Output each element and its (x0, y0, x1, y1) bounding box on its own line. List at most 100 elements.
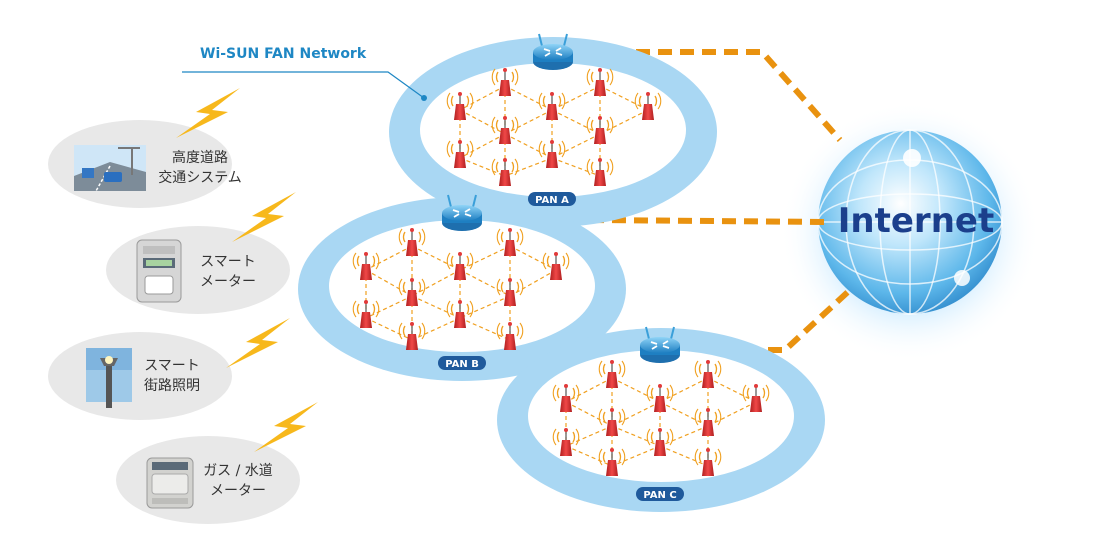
mesh-link (551, 109, 601, 135)
svg-text:PAN C: PAN C (643, 490, 676, 501)
mesh-link (551, 85, 601, 111)
router-icon (442, 194, 482, 231)
mesh-link (611, 377, 661, 403)
mesh-node-icon (634, 92, 662, 120)
mesh-link (504, 157, 553, 177)
lightning-bolt-icon (226, 318, 290, 368)
mesh-link (599, 109, 649, 135)
routers (442, 33, 680, 363)
svg-text:メーター: メーター (210, 483, 266, 499)
mesh-node-icon (646, 428, 674, 456)
mesh-node-icon (352, 252, 380, 280)
mesh-node-icon (552, 384, 580, 412)
mesh-node-icon (586, 68, 614, 96)
pan-a-ring (389, 37, 717, 227)
mesh-link (611, 425, 661, 447)
mesh-node-icon (598, 448, 626, 476)
mesh-node-icon (446, 140, 474, 168)
internet-label: Internet (838, 201, 994, 241)
network-label: Wi-SUN FAN Network (200, 46, 367, 62)
mesh-node-icon (446, 92, 474, 120)
traffic-system-icon (74, 145, 146, 192)
mesh-node-icon (586, 116, 614, 144)
svg-text:スマート: スマート (200, 254, 256, 270)
lightning-bolt-icon (254, 402, 318, 452)
svg-text:スマート: スマート (144, 358, 200, 374)
smart-meter-icon (136, 239, 182, 303)
mesh-node-icon (446, 252, 474, 280)
mesh-link (707, 401, 757, 427)
pan-c-label: PAN C (636, 487, 684, 501)
svg-text:PAN A: PAN A (535, 195, 569, 206)
pan-c-ring (497, 328, 825, 512)
router-icon (533, 33, 573, 70)
mesh-link (504, 85, 553, 111)
mesh-node-icon (538, 92, 566, 120)
mesh-link (565, 425, 613, 447)
mesh-link (411, 295, 461, 319)
mesh-link (365, 295, 413, 319)
mesh-node-icon (598, 408, 626, 436)
mesh-node-icon (646, 384, 674, 412)
mesh-link (504, 109, 553, 135)
svg-text:交通システム: 交通システム (158, 169, 242, 186)
pan-a-label: PAN A (528, 192, 576, 206)
internet-globe: Internet (780, 102, 1040, 362)
mesh-node-icon (398, 322, 426, 350)
mesh-link (565, 445, 613, 467)
mesh-link (459, 245, 511, 271)
svg-text:街路照明: 街路照明 (144, 378, 200, 394)
mesh-link (459, 157, 506, 177)
application-gas-water-meter: ガス / 水道 メーター (116, 402, 318, 524)
svg-text:高度道路: 高度道路 (172, 149, 228, 166)
mesh-link (611, 445, 661, 467)
backhaul-link-pan-b (479, 216, 831, 225)
mesh-node-icon (398, 228, 426, 256)
mesh-link (659, 401, 709, 427)
mesh-link (459, 295, 511, 319)
mesh-link (411, 317, 461, 341)
application-smart-meter: スマート メーター (106, 192, 296, 314)
network-callout: Wi-SUN FAN Network (182, 46, 427, 101)
mesh-link (365, 317, 413, 341)
application-street-light: スマート 街路照明 (48, 318, 290, 420)
mesh-link (504, 133, 553, 159)
mesh-node-icon (542, 252, 570, 280)
router-icon (640, 326, 680, 363)
mesh-node-icon (694, 360, 722, 388)
svg-text:メーター: メーター (200, 274, 256, 290)
pan-b-ring (298, 197, 626, 381)
mesh-link (599, 85, 649, 111)
mesh-node-icon (694, 408, 722, 436)
mesh-link (659, 377, 709, 403)
application-traffic-system: 高度道路 交通システム (48, 88, 242, 208)
globe-sparkle (903, 149, 921, 167)
mesh-node-icon (694, 448, 722, 476)
mesh-link (459, 269, 511, 297)
mesh-link (459, 317, 511, 341)
lightning-bolt-icon (176, 88, 240, 138)
gas-water-meter-icon (146, 457, 194, 509)
mesh-node-icon (352, 300, 380, 328)
street-light-icon (86, 348, 132, 408)
globe-sparkle (954, 270, 970, 286)
mesh-node-icon (398, 278, 426, 306)
pan-b-label: PAN B (438, 356, 486, 370)
mesh-node-icon (496, 278, 524, 306)
svg-text:PAN B: PAN B (445, 359, 479, 370)
mesh-node-icon (491, 116, 519, 144)
mesh-link (611, 401, 661, 427)
lightning-bolt-icon (232, 192, 296, 242)
mesh-node-icon (598, 360, 626, 388)
mesh-node-icon (586, 158, 614, 186)
mesh-link (707, 377, 757, 403)
mesh-node-icon (446, 300, 474, 328)
mesh-node-icon (496, 322, 524, 350)
backhaul-link-pan-a (570, 49, 843, 142)
mesh-node-icon (491, 158, 519, 186)
mesh-node-icon (552, 428, 580, 456)
mesh-link (659, 445, 709, 467)
mesh-link (551, 157, 601, 177)
mesh-nodes (352, 68, 770, 476)
